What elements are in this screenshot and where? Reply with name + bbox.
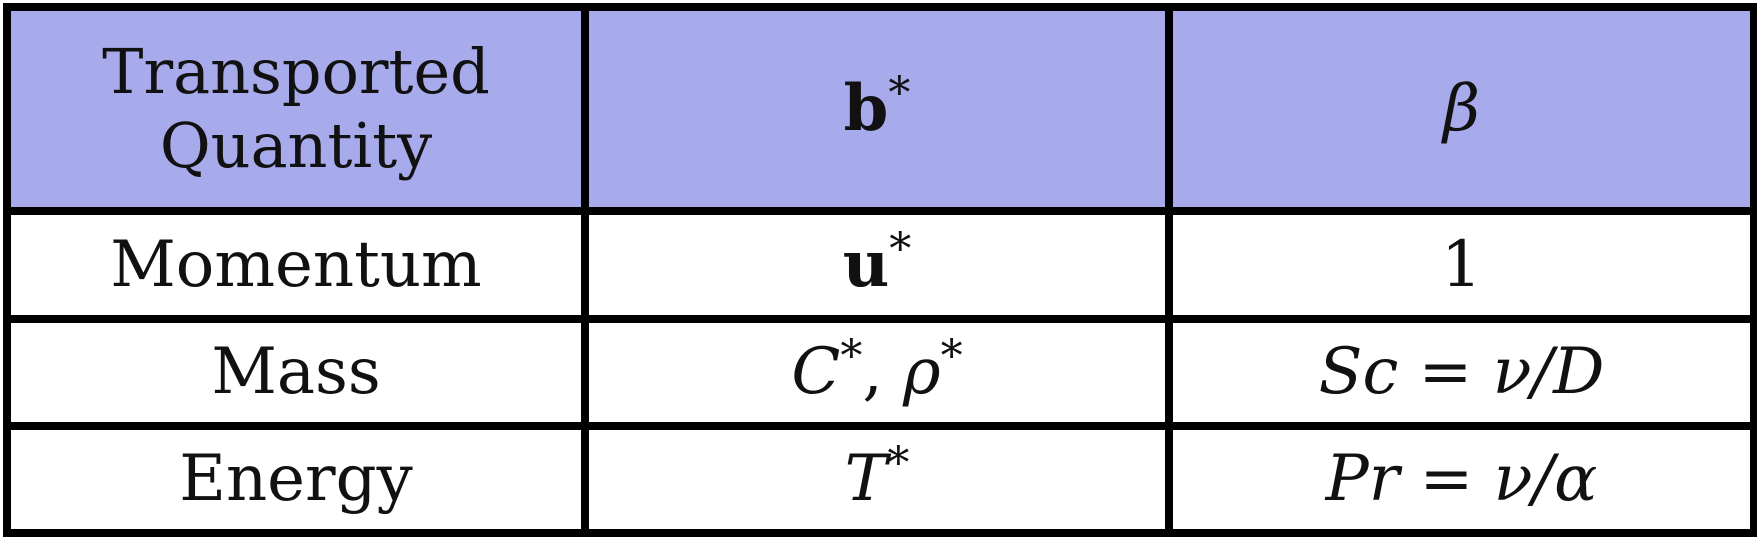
header-b-star-text: b* — [843, 71, 911, 147]
quantity-momentum-text: Momentum — [110, 227, 482, 302]
header-b-superscript: * — [888, 68, 911, 120]
header-b-star: b* — [581, 2, 1173, 216]
header-b-symbol: b — [843, 71, 889, 147]
table-row-energy: Energy T* Pr = ν/α — [3, 421, 1757, 538]
table-row-mass: Mass C*, ρ* Sc = ν/D — [3, 314, 1757, 430]
b-momentum-symbol: u — [842, 226, 890, 302]
b-mass-separator: , — [862, 335, 904, 410]
b-momentum-superscript: * — [889, 223, 912, 275]
cell-b-momentum: u* — [581, 207, 1173, 323]
b-momentum-text: u* — [842, 226, 912, 302]
beta-mass-text: Sc = ν/D — [1318, 335, 1605, 410]
cell-quantity-energy: Energy — [3, 421, 589, 538]
cell-beta-momentum: 1 — [1165, 207, 1757, 323]
table-row-momentum: Momentum u* 1 — [3, 207, 1757, 323]
header-row: Transported Quantity b* β — [3, 2, 1757, 216]
header-beta: β — [1165, 2, 1757, 216]
b-mass-symbol-c: C — [791, 335, 841, 410]
cell-beta-mass: Sc = ν/D — [1165, 314, 1757, 430]
b-mass-text: C*, ρ* — [791, 335, 962, 410]
beta-momentum-text: 1 — [1441, 227, 1482, 302]
cell-beta-energy: Pr = ν/α — [1165, 421, 1757, 538]
b-energy-superscript: * — [887, 438, 910, 490]
cell-quantity-momentum: Momentum — [3, 207, 589, 323]
b-mass-superscript-c: * — [840, 331, 863, 383]
header-line-1: Transported — [102, 35, 490, 109]
header-beta-symbol: β — [1443, 72, 1480, 147]
quantity-mass-text: Mass — [211, 335, 381, 410]
header-transported-quantity-text: Transported Quantity — [11, 35, 581, 183]
b-mass-symbol-rho: ρ — [903, 335, 941, 410]
b-mass-superscript-rho: * — [940, 331, 963, 383]
transport-table: Transported Quantity b* β Momentum u* 1 — [3, 2, 1757, 538]
header-transported-quantity: Transported Quantity — [3, 2, 589, 216]
table-container: Transported Quantity b* β Momentum u* 1 — [3, 2, 1757, 538]
cell-b-mass: C*, ρ* — [581, 314, 1173, 430]
b-energy-text: T* — [844, 442, 910, 517]
b-energy-symbol: T — [844, 442, 888, 517]
beta-energy-text: Pr = ν/α — [1325, 442, 1598, 517]
cell-b-energy: T* — [581, 421, 1173, 538]
quantity-energy-text: Energy — [179, 442, 413, 517]
header-line-2: Quantity — [159, 109, 433, 183]
cell-quantity-mass: Mass — [3, 314, 589, 430]
